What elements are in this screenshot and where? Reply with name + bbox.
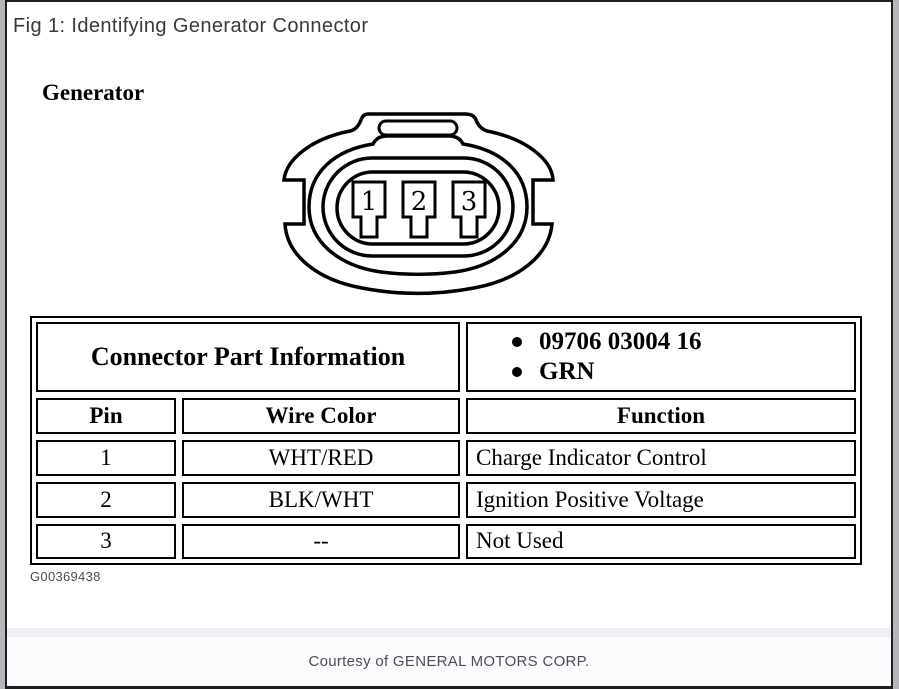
connector-pin-2: 2 [401, 180, 437, 239]
connector-info-table: Connector Part Information 09706 03004 1… [30, 316, 862, 565]
pin-1-number: 1 [361, 187, 378, 217]
part-info-header-cell: Connector Part Information [36, 322, 460, 392]
connector-inner-ring-3 [335, 170, 501, 246]
table-row-2-pin: 2 [36, 482, 176, 518]
document-window: Fig 1: Identifying Generator Connector G… [5, 0, 893, 689]
document-content: Fig 1: Identifying Generator Connector G… [7, 2, 891, 686]
table-row-1-function: Charge Indicator Control [466, 440, 856, 476]
bullet-icon [512, 336, 522, 347]
footer: Courtesy of GENERAL MOTORS CORP. [7, 637, 891, 686]
part-number-text: 09706 03004 16 [539, 327, 702, 355]
table-row-3-pin: 3 [36, 524, 176, 559]
part-number-item: 09706 03004 16 [512, 327, 702, 355]
connector-color-text: GRN [539, 358, 595, 385]
bullet-icon [512, 367, 522, 378]
generator-label: Generator [42, 80, 145, 105]
connector-lock-slot [377, 119, 459, 137]
table-row-2-function: Ignition Positive Voltage [466, 482, 856, 518]
table-row-3-wire-color: -- [182, 524, 460, 559]
connector-pin-1: 1 [351, 180, 387, 239]
connector-color-item: GRN [512, 358, 595, 385]
table-row-1-pin: 1 [36, 440, 176, 476]
connector-outer-shell [282, 112, 555, 295]
table-row-3-function: Not Used [466, 524, 856, 559]
pin-3-terminal [451, 180, 487, 239]
pin-2-terminal [401, 180, 437, 239]
column-header-function: Function [466, 398, 856, 434]
pin-1-terminal [351, 180, 387, 239]
pin-3-number: 3 [461, 187, 478, 217]
connector-inner-ring-2 [321, 156, 515, 258]
column-header-wire-color: Wire Color [182, 398, 460, 434]
table-row-2-wire-color: BLK/WHT [182, 482, 460, 518]
pin-2-number: 2 [411, 187, 428, 217]
table-row-1-wire-color: WHT/RED [182, 440, 460, 476]
footer-divider [7, 628, 891, 637]
connector-inner-ring-1 [307, 134, 529, 276]
courtesy-text: Courtesy of GENERAL MOTORS CORP. [308, 653, 590, 670]
column-header-pin: Pin [36, 398, 176, 434]
connector-pin-3: 3 [451, 180, 487, 239]
part-info-values-cell: 09706 03004 16 GRN [466, 322, 856, 392]
connector-diagram: 1 2 3 [282, 112, 555, 295]
graphic-id: G00369438 [30, 569, 101, 584]
figure-title: Fig 1: Identifying Generator Connector [13, 15, 369, 37]
